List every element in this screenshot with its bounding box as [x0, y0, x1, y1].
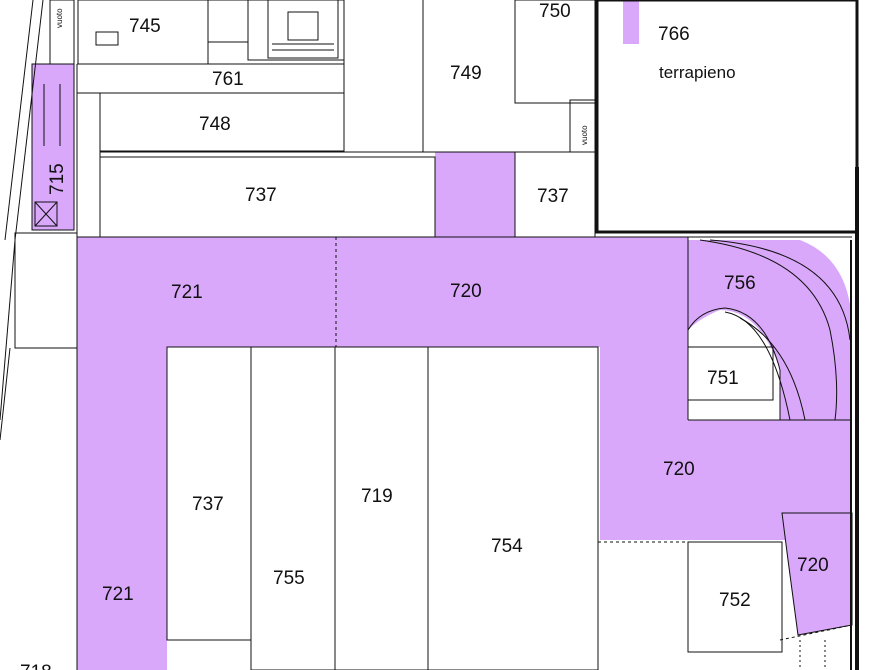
area-room-756	[688, 240, 852, 420]
label-vuoto-mid: vuoto	[580, 125, 589, 145]
label-terrapieno: terrapieno	[659, 63, 736, 82]
label-715: 715	[47, 163, 68, 195]
label-745: 745	[129, 16, 161, 37]
label-751: 751	[707, 368, 739, 389]
label-vuoto-top: vuoto	[55, 8, 64, 28]
label-756: 756	[724, 273, 756, 294]
label-721-a: 721	[171, 282, 203, 303]
label-750: 750	[539, 1, 571, 22]
room-labels: 745 750 766 terrapieno 761 749 748 vuoto…	[20, 1, 829, 670]
walls	[0, 0, 859, 670]
label-749: 749	[450, 63, 482, 84]
label-718-partial: 718	[20, 662, 52, 670]
area-room-720-bottom	[782, 513, 852, 635]
label-766: 766	[658, 24, 690, 45]
label-737-b: 737	[537, 186, 569, 207]
label-720-c: 720	[797, 555, 829, 576]
label-761: 761	[212, 69, 244, 90]
label-721-b: 721	[102, 584, 134, 605]
label-748: 748	[199, 114, 231, 135]
label-752: 752	[719, 590, 751, 611]
label-737-c: 737	[192, 494, 224, 515]
label-755: 755	[273, 568, 305, 589]
label-720-b: 720	[663, 459, 695, 480]
label-737-a: 737	[245, 185, 277, 206]
label-720-a: 720	[450, 281, 482, 302]
label-754: 754	[491, 536, 523, 557]
label-719: 719	[361, 486, 393, 507]
highlighted-areas	[32, 0, 852, 670]
area-corridor-720-721	[77, 152, 852, 670]
area-ramp-766	[623, 0, 639, 44]
